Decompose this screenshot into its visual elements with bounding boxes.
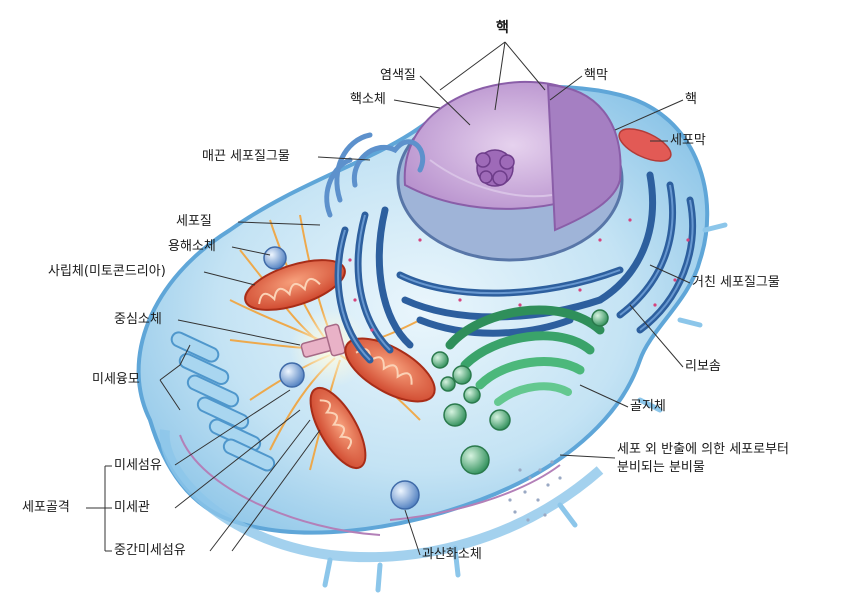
rough-er-label: 거친 세포질그물 bbox=[692, 275, 780, 290]
golgi-label: 골지체 bbox=[630, 399, 666, 414]
membrane-patch bbox=[618, 128, 672, 162]
microfilaments-label: 미세섬유 bbox=[114, 458, 162, 473]
peroxisome-label: 과산화소체 bbox=[422, 547, 482, 562]
intermediate-filaments-label: 중간미세섬유 bbox=[114, 543, 186, 558]
microvilli-structure bbox=[170, 331, 276, 472]
golgi-vesicles bbox=[431, 309, 609, 475]
nucleus-title-label: 핵 bbox=[496, 20, 509, 36]
lysosome-label: 용해소체 bbox=[168, 239, 216, 254]
ribosome-dots bbox=[348, 218, 690, 332]
golgi-apparatus bbox=[445, 305, 605, 406]
centrioles bbox=[300, 323, 346, 358]
secretion-label-line2: 분비되는 분비물 bbox=[617, 460, 705, 475]
small-vesicle bbox=[279, 362, 305, 388]
peroxisome-structure bbox=[390, 480, 420, 510]
mitochondrion-label: 사립체(미토콘드리아) bbox=[48, 264, 166, 279]
cytoplasm-label: 세포질 bbox=[176, 214, 212, 229]
secretion-label-line1: 세포 외 반출에 의한 세포로부터 bbox=[617, 442, 790, 457]
leader-lines bbox=[86, 41, 691, 556]
surface-projections bbox=[322, 222, 728, 593]
microvilli-label: 미세융모 bbox=[92, 372, 140, 387]
plasma-membrane-label: 세포막 bbox=[670, 133, 706, 148]
chromatin-label: 염색질 bbox=[380, 68, 416, 83]
ribosomes-label: 리보솜 bbox=[685, 359, 721, 374]
nuclear-envelope-label: 핵막 bbox=[584, 68, 608, 83]
centrosome-label: 중심소체 bbox=[114, 312, 162, 327]
rough-er-lumen bbox=[337, 184, 694, 361]
cytoskeleton-label: 세포골격 bbox=[22, 500, 70, 515]
microtubules-label: 미세관 bbox=[114, 500, 150, 515]
smooth-er-label: 매끈 세포질그물 bbox=[202, 149, 290, 164]
nucleolus-label: 핵소체 bbox=[350, 92, 386, 107]
nucleolus-structure bbox=[475, 149, 515, 187]
nucleus-label: 핵 bbox=[685, 92, 697, 107]
lysosome-structure bbox=[263, 246, 287, 270]
secretion-dots bbox=[508, 460, 562, 522]
